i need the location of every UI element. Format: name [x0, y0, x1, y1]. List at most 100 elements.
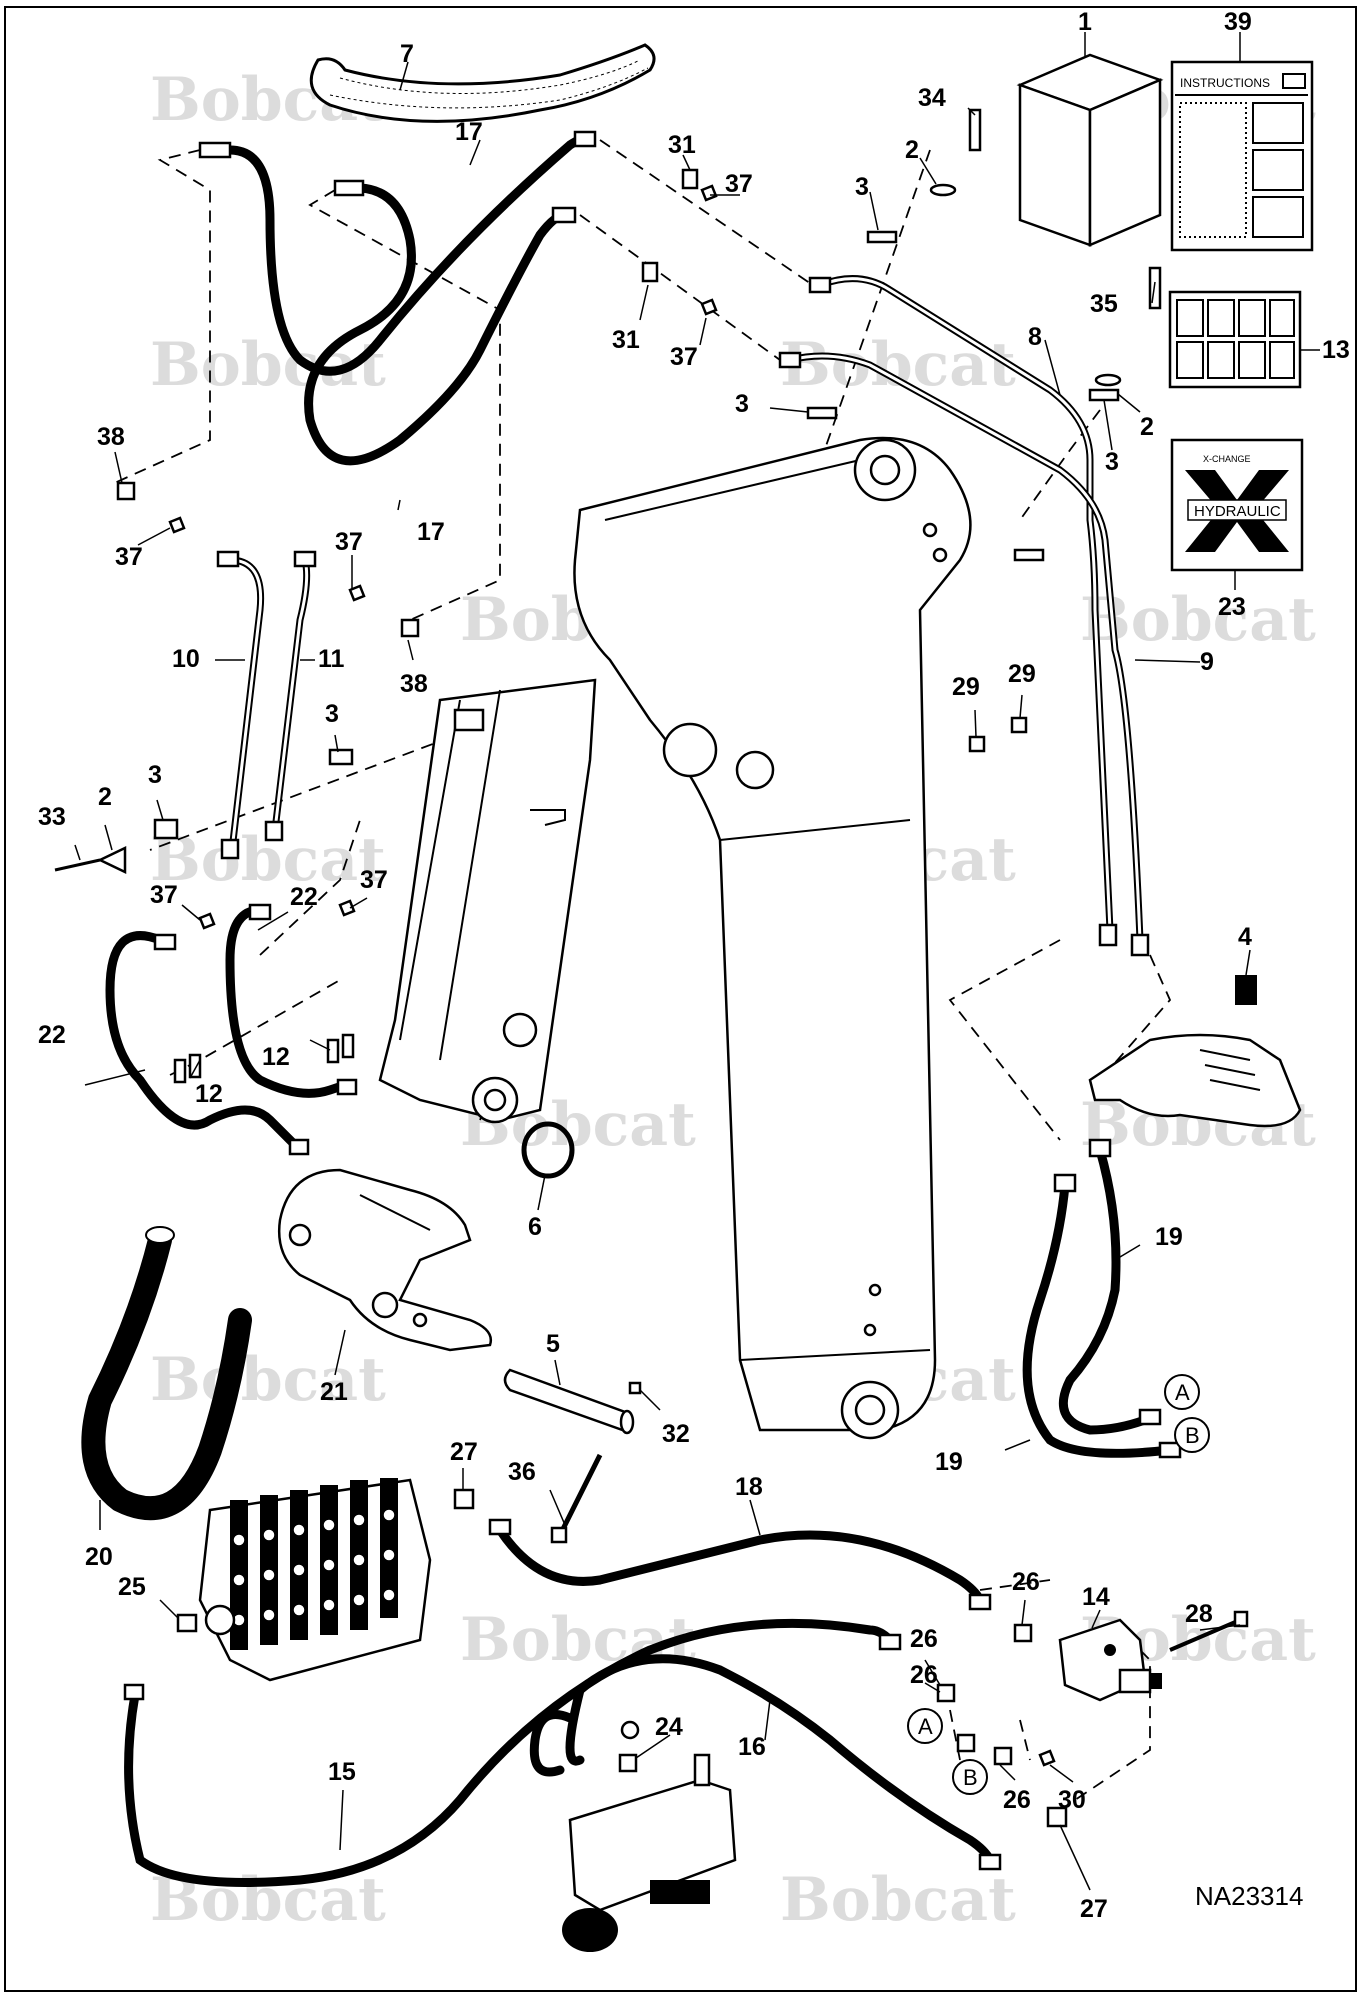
callout: 4 [1238, 923, 1252, 951]
decal-main-text: HYDRAULIC [1194, 503, 1281, 520]
bolt-36 [550, 1453, 603, 1544]
callout: 1 [1078, 8, 1092, 36]
callout: 31 [668, 131, 696, 159]
callout: 33 [38, 803, 66, 831]
callout: 30 [1058, 1786, 1086, 1814]
hose-sleeve-20 [81, 1226, 252, 1521]
diverter-valve [1058, 1610, 1249, 1702]
callout: 25 [118, 1573, 146, 1601]
callout: 38 [400, 670, 428, 698]
watermark: Bobcat [780, 1865, 1016, 1935]
callout: 7 [400, 40, 414, 68]
callout: 23 [1218, 593, 1246, 621]
connector-a-marker [1164, 1374, 1200, 1410]
callout: 34 [918, 84, 946, 112]
parts-box [1016, 53, 1164, 247]
instruction-manual: INSTRUCTIONS [1170, 60, 1314, 252]
diagram-border [4, 6, 1357, 1992]
steel-tubes [778, 275, 1150, 957]
callout: 12 [262, 1043, 290, 1071]
callout: 2 [98, 783, 112, 811]
watermark: Bobcat [780, 330, 1016, 400]
watermark: Bobcat [150, 1345, 386, 1415]
callout: 5 [546, 1330, 560, 1358]
instructions-title: INSTRUCTIONS [1180, 76, 1270, 90]
callout: 39 [1224, 8, 1252, 36]
connector-b-marker [952, 1759, 988, 1795]
hose-guard-sleeve [309, 43, 656, 123]
connector-b-marker [1174, 1417, 1210, 1453]
callout: 37 [115, 543, 143, 571]
callout: 2 [905, 136, 919, 164]
arm-hoses [105, 903, 358, 1156]
callout: 17 [455, 118, 483, 146]
connector-b-label: B [963, 1765, 978, 1790]
callout: 3 [855, 173, 869, 201]
connector-markers-right: A B [1164, 1374, 1210, 1453]
callout: 12 [195, 1080, 223, 1108]
decal-sheet [1168, 290, 1302, 389]
callout: 26 [910, 1625, 938, 1653]
callout: 19 [935, 1448, 963, 1476]
callout: 27 [450, 1438, 478, 1466]
connector-b-label: B [1185, 1423, 1200, 1448]
connector-a-marker [907, 1708, 943, 1744]
callout: 29 [1008, 660, 1036, 688]
callout: 10 [172, 645, 200, 673]
callout: 8 [1028, 323, 1042, 351]
retaining-bolt-32 [628, 1381, 642, 1395]
callout-numbers: 1 39 7 34 2 3 17 31 37 31 37 35 13 8 3 2… [38, 8, 1350, 1923]
callout: 11 [318, 645, 345, 673]
connector-markers-bottom: A B [907, 1708, 988, 1795]
callout: 19 [1155, 1223, 1183, 1251]
callout: 20 [85, 1543, 113, 1571]
supply-hoses [123, 1518, 1002, 1887]
callout: 35 [1090, 290, 1118, 318]
callout: 17 [417, 518, 445, 546]
callout: 26 [1003, 1786, 1031, 1814]
callout: 31 [612, 326, 640, 354]
drawing-number: NA23314 [1195, 1881, 1303, 1911]
callout: 32 [662, 1420, 690, 1448]
callout: 9 [1200, 648, 1214, 676]
callout: 13 [1322, 336, 1350, 364]
callout: 37 [335, 528, 363, 556]
callout: 15 [328, 1758, 356, 1786]
pivot-pin [503, 1368, 635, 1435]
callout: 3 [735, 390, 749, 418]
callout: 37 [150, 881, 178, 909]
callout: 3 [325, 700, 339, 728]
hardware [54, 108, 1162, 1828]
callout: 14 [1082, 1583, 1110, 1611]
callout: 22 [38, 1021, 66, 1049]
callout: 27 [1080, 1895, 1108, 1923]
leader-lines [74, 32, 1320, 1891]
coupler-housing [278, 1168, 493, 1352]
watermark: Bobcat [460, 1605, 696, 1675]
callout: 37 [670, 343, 698, 371]
watermark: Bobcat [1080, 585, 1316, 655]
arm-steel-tubes [216, 550, 317, 860]
arm-extension [378, 678, 597, 1124]
connector-a-label: A [1175, 1380, 1190, 1405]
callout: 26 [1012, 1568, 1040, 1596]
o-ring [521, 1121, 575, 1179]
callout: 18 [735, 1473, 763, 1501]
callout: 37 [725, 170, 753, 198]
switch-and-panel [1088, 975, 1302, 1128]
callout: 3 [148, 761, 162, 789]
callout: 37 [360, 866, 388, 894]
callout: 36 [508, 1458, 536, 1486]
callout: 22 [290, 883, 318, 911]
dipper-arm [573, 436, 972, 1440]
routing-lines [109, 139, 1172, 1811]
upper-hoses [198, 130, 597, 466]
pilot-valve [562, 1720, 737, 1952]
connector-a-label: A [918, 1714, 933, 1739]
callout: 29 [952, 673, 980, 701]
callout: 24 [655, 1713, 683, 1741]
callout: 26 [910, 1661, 938, 1689]
callout: 21 [320, 1378, 348, 1406]
